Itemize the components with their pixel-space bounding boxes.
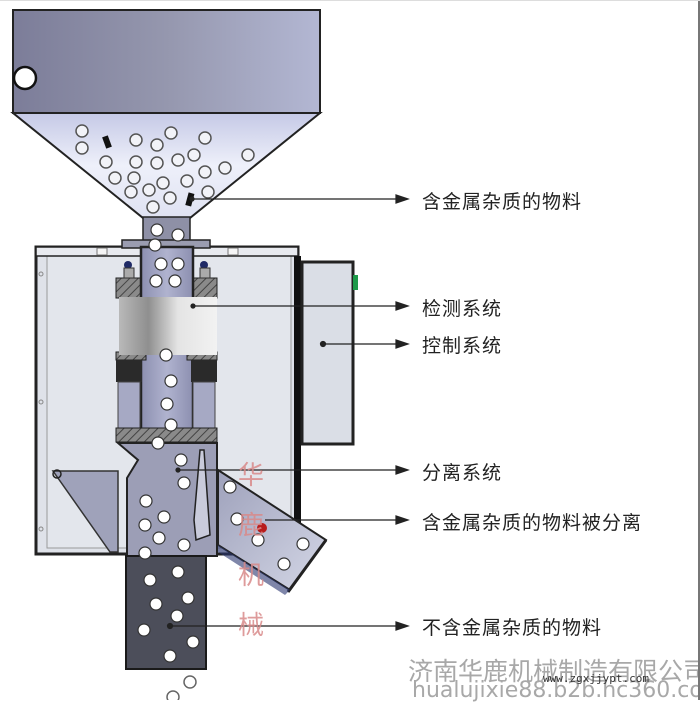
image-border: [698, 0, 700, 700]
watermark-char: 机: [238, 561, 265, 591]
label-input-material: 含金属杂质的物料: [422, 191, 583, 213]
control-indicator-light: [353, 275, 358, 290]
watermark-company: 济南华鹿机械制造有限公司: [408, 657, 700, 686]
left-deflector: [51, 470, 119, 553]
label-separation-system: 分离系统: [422, 462, 503, 484]
watermark-char: 鹿: [238, 511, 265, 541]
watermark-char: 华: [238, 461, 265, 491]
sensor-coil-band: [119, 297, 217, 355]
watermark-url: hualujixie88.b2b.hc360.com: [412, 678, 700, 703]
diverter-flap: [193, 449, 211, 542]
label-separated-material: 含金属杂质的物料被分离: [422, 512, 643, 534]
label-control-system: 控制系统: [422, 335, 503, 357]
clean-outlet: [125, 555, 207, 670]
hopper-port: [12, 65, 38, 91]
label-detection-system: 检测系统: [422, 298, 503, 320]
particles: [75, 124, 310, 704]
watermark-url-secondary: www.zgxjjypt.com: [543, 672, 649, 685]
watermark-char: 械: [238, 611, 265, 641]
control-box: [300, 260, 355, 446]
image-border-top: [0, 0, 700, 1]
leader-lines: [166, 194, 410, 631]
hopper-body: [12, 9, 321, 114]
label-clean-material: 不含金属杂质的物料: [422, 617, 603, 639]
housing-right-wall: [294, 256, 301, 554]
